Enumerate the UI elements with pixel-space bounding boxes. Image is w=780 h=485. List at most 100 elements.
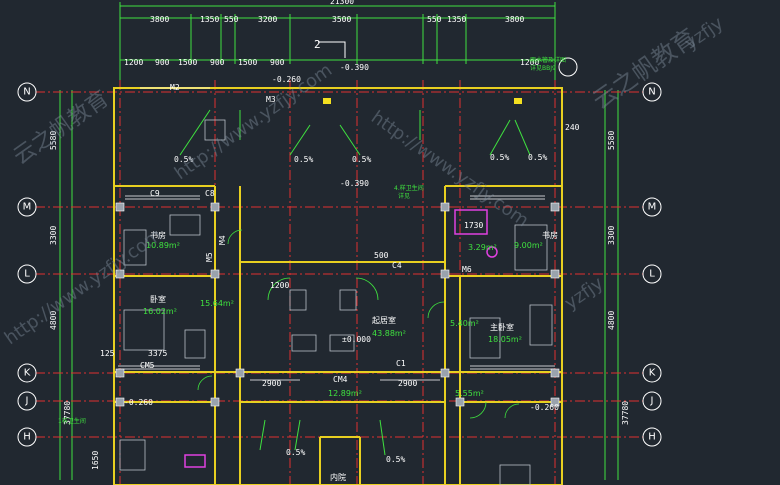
second-dim-2: 900	[155, 58, 170, 67]
second-dim-1: 1200	[124, 58, 143, 67]
label-m6: M6	[462, 265, 472, 274]
watermark-url-2: http://www.yzfjy.com	[367, 107, 532, 232]
watermark-short-2: yzfjy	[561, 273, 608, 315]
top-dim-6: 550	[427, 15, 442, 24]
label-c9: C9	[150, 189, 160, 198]
overall-dimension: 21300	[330, 0, 354, 6]
top-dim-5: 3500	[332, 15, 351, 24]
area-d: 12.89m²	[328, 389, 362, 398]
right-dim-1: 5580	[607, 131, 616, 150]
dim-500: 500	[374, 251, 389, 260]
dim-2900-left: 2900	[262, 379, 281, 388]
second-dim-7: 1200	[520, 58, 539, 67]
axis-label-h-left: H	[23, 432, 31, 443]
axis-label-k-right: K	[649, 368, 656, 379]
watermark-url-3: http://www.yzfjy.com	[1, 225, 166, 350]
left-dim-2: 3300	[49, 226, 58, 245]
slope-3: 0.5%	[352, 155, 371, 164]
elevation-5: -0.260	[124, 398, 153, 407]
label-m2: M2	[170, 83, 180, 92]
second-dim-4: 900	[210, 58, 225, 67]
label-m3: M3	[266, 95, 276, 104]
dim-1730: 1730	[464, 221, 483, 230]
columns	[115, 202, 560, 407]
top-dim-1: 3800	[150, 15, 169, 24]
dim-1200: 1200	[270, 281, 289, 290]
slope-6: 0.5%	[286, 448, 305, 457]
axis-grid	[35, 80, 645, 485]
area-c: 5.40m²	[450, 319, 479, 328]
elevation-3: -0.390	[340, 179, 369, 188]
axis-label-h-right: H	[648, 432, 656, 443]
area-b: 3.29m²	[468, 243, 497, 252]
right-dim-3: 4800	[607, 311, 616, 330]
elevation-1: -0.260	[272, 75, 301, 84]
room-study-right: 书房	[542, 230, 558, 240]
second-dim-5: 1500	[238, 58, 257, 67]
slope-1: 0.5%	[174, 155, 193, 164]
slope-arrows	[179, 109, 531, 456]
area-a: 15.64m²	[200, 299, 234, 308]
callout-circles	[318, 41, 578, 77]
furniture	[119, 119, 553, 485]
room-study-left-area: 10.89m²	[146, 241, 180, 250]
second-dim-6: 900	[270, 58, 285, 67]
slope-2: 0.5%	[294, 155, 313, 164]
label-c8: C8	[205, 189, 215, 198]
bathroom-fixtures	[184, 209, 498, 468]
axis-label-m-right: M	[648, 202, 657, 213]
walls	[113, 87, 563, 485]
dim-2900-right: 2900	[398, 379, 417, 388]
axis-label-n-left: N	[23, 87, 30, 98]
axis-label-k-left: K	[24, 368, 31, 379]
axis-bubbles-right	[642, 82, 662, 447]
top-dim-2: 1350	[200, 15, 219, 24]
elevation-6: -0.260	[530, 403, 559, 412]
slope-4: 0.5%	[490, 153, 509, 162]
room-courtyard: 内院	[330, 472, 346, 482]
room-bedroom-area: 16.02m²	[143, 307, 177, 316]
top-dim-7: 1350	[447, 15, 466, 24]
note-bathroom-1: 1样卫生间	[58, 417, 86, 425]
right-dim-4: 37780	[621, 401, 630, 425]
note-see: 详见	[398, 192, 410, 200]
axis-bubbles-left	[17, 82, 37, 447]
dim-1650: 1650	[91, 451, 100, 470]
watermark-url-1: http://www.yzfjy.com	[171, 60, 336, 185]
axis-label-j-right: J	[650, 396, 654, 407]
dim-125: 125	[100, 349, 115, 358]
note-bathroom-4: 4.样卫生间	[394, 184, 424, 192]
room-study-left: 书房	[150, 230, 166, 240]
left-dim-3: 4800	[49, 311, 58, 330]
dimension-lines	[59, 2, 619, 480]
label-c4: C4	[392, 261, 402, 270]
label-c1: C1	[396, 359, 406, 368]
left-dim-1: 5580	[49, 131, 58, 150]
room-study-right-area: 9.00m²	[514, 241, 543, 250]
elevation-2: -0.390	[340, 63, 369, 72]
axis-label-l-left: L	[24, 269, 30, 280]
axis-label-j-left: J	[25, 396, 29, 407]
slope-5: 0.5%	[528, 153, 547, 162]
label-m5: M5	[205, 252, 214, 262]
note-detail: 详见BBJ9	[530, 64, 556, 72]
dim-240: 240	[565, 123, 580, 132]
room-living-area: 43.88m²	[372, 329, 406, 338]
axis-label-l-right: L	[649, 269, 655, 280]
drain-markers	[323, 98, 522, 104]
left-dim-4: 37780	[63, 401, 72, 425]
elevation-4: ±0.000	[342, 335, 371, 344]
label-cm4: CM4	[333, 375, 348, 384]
second-dim-3: 1500	[178, 58, 197, 67]
label-m4: M4	[218, 235, 227, 245]
axis-label-n-right: N	[648, 87, 655, 98]
section-number: 2	[314, 38, 321, 51]
watermark-short: yzfjy	[681, 13, 728, 55]
axis-label-m-left: M	[23, 202, 32, 213]
room-bedroom: 卧室	[150, 294, 166, 304]
area-e: 5.55m²	[455, 389, 484, 398]
door-swings	[197, 229, 520, 419]
room-master-area: 18.05m²	[488, 335, 522, 344]
right-dim-2: 3300	[607, 226, 616, 245]
room-master: 主卧室	[490, 322, 514, 332]
